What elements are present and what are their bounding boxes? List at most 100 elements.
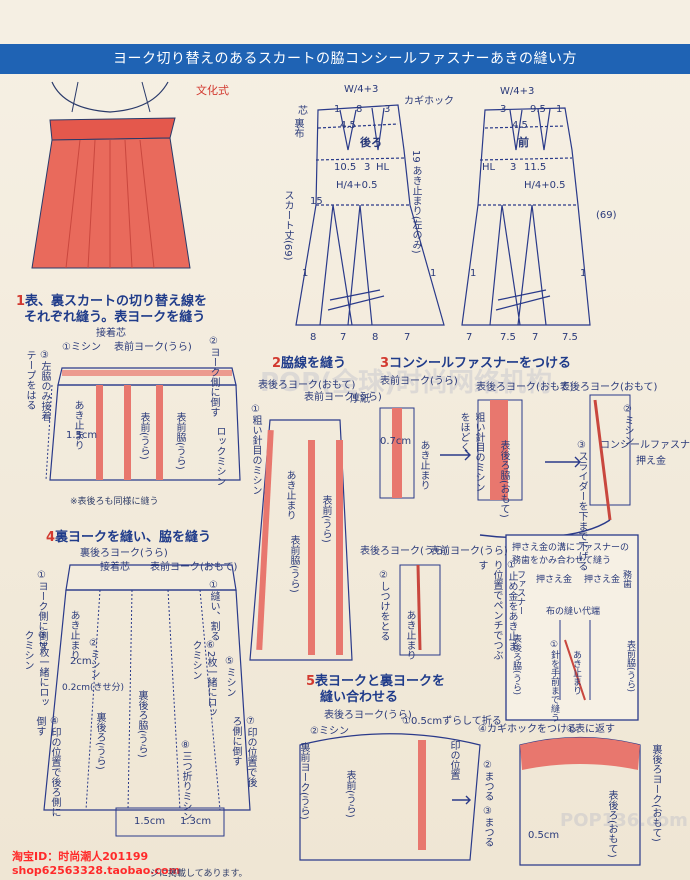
step3-label-2: 厚紙 (350, 394, 370, 405)
step4-label-15: ⑦印の位置で後ろ側に倒す (230, 716, 256, 787)
step3-inset-6: あき止まり (571, 650, 581, 695)
step3-label-15: ②しつけをとる (378, 570, 389, 641)
step2-label-3: あき止まり (284, 470, 295, 520)
step1-label-5: あき止まり (72, 400, 83, 450)
num-front-4: 11.5 (524, 162, 547, 173)
step4-label-1: 接着芯 (100, 562, 130, 573)
step3-inset-2: ファスナー (515, 570, 525, 615)
num-front-10: 1 (470, 268, 477, 279)
num-back-0: 1 (334, 104, 341, 115)
step3-inset-5: ①針を手前まで縫う (549, 640, 559, 722)
step1-label-1: ①ミシン (62, 342, 101, 353)
num-front-1: 9.5 (530, 104, 546, 115)
num-back-9: 8 (310, 332, 317, 343)
step4-label-17: 1.5cm (134, 816, 166, 827)
num-back-8: 1 (430, 268, 437, 279)
step5-label-0: 表後ろヨーク(うら) (324, 710, 412, 721)
style-tag: 文化式 (196, 84, 229, 97)
hl-front: HL (482, 162, 496, 173)
step5-title-b: 縫い合わせる (320, 690, 399, 705)
step3-inset-3: 布の縫い代端 (546, 607, 601, 617)
step3-label-10: コンシールファスナー用 (600, 440, 690, 451)
step4-number: 4 (46, 530, 56, 545)
num-front-6: 7 (466, 332, 473, 343)
step4-label-11: 裏後ろ(うら) (94, 712, 105, 770)
step1-label-4: ②ヨーク側に倒す (208, 336, 219, 417)
step3-title: 3コンシールファスナーをつける (380, 352, 571, 371)
step4-label-18: 1.3cm (180, 816, 212, 827)
step3-inset-4: 務歯 (621, 570, 631, 588)
back-label: 後ろ (360, 136, 382, 149)
step3-label-12: 表後ろヨーク(うら) (360, 546, 448, 557)
watermark-2: POP136.com (560, 810, 688, 831)
step5-label-6: ④カギホックをつける (478, 724, 577, 735)
step4-label-5: ②ミシン (88, 638, 99, 679)
step4-label-0: 裏後ろヨーク(うら) (80, 548, 168, 559)
step2-label-5: 表前脇(うら) (288, 535, 299, 593)
footer-shop: 淘宝ID：时尚潮人201199 shop62563328.taobao.com (12, 850, 180, 878)
step5-label-7: ①表に返す (566, 724, 615, 735)
step3-label-4: 粗い針目のミシンをほどく (458, 412, 484, 492)
step1-label-8: 表前脇(うら) (174, 412, 185, 470)
num-front-7: 7.5 (500, 332, 516, 343)
page-title: ヨーク切り替えのあるスカートの脇コンシールファスナーあきの縫い方 (113, 51, 577, 67)
step3-diagrams (379, 394, 639, 721)
front-length: (69) (596, 210, 617, 221)
hook-label: カギホック (404, 96, 454, 107)
num-back-7: 1 (302, 268, 309, 279)
step5-label-9: ②まつる (482, 760, 493, 801)
title-bar: ヨーク切り替えのあるスカートの脇コンシールファスナーあきの縫い方 (0, 44, 690, 74)
step3-inset-0: 押さえ金 (536, 575, 573, 585)
step1-title-b: それぞれ縫う。表ヨークを縫う (24, 310, 206, 325)
step3-label-3: 0.7cm (380, 436, 412, 447)
step2-label-4: 表前(うら) (320, 495, 331, 543)
formula-back: W/4+3 (344, 84, 379, 95)
step5-label-11: 表後ろ(おもて) (606, 790, 617, 858)
step5-label-4: 印の位置 (448, 740, 459, 780)
step4-label-4: ①縫い、割る (208, 580, 219, 641)
hip-formula-back: H/4+0.5 (336, 180, 378, 191)
step1-label-7: 表前(うら) (138, 412, 149, 460)
step4-label-2: 表前ヨーク(おもて) (150, 562, 238, 573)
step4-title-text: 裏ヨークを縫い、脇を縫う (55, 530, 212, 545)
waist-note: 芯 (298, 106, 308, 117)
num-front-0: 3 (500, 104, 507, 115)
step1-title: 1表、裏スカートの切り替え線を (16, 290, 207, 309)
step2-number: 2 (272, 356, 282, 371)
step5-label-10: ③まつる (482, 806, 493, 847)
step3-label-0: 表前ヨーク(うら) (380, 376, 458, 387)
step3-inset-7: 表前脇(うら) (625, 640, 635, 693)
step3-label-7: 表後ろヨーク(おもて) (560, 382, 658, 393)
num-front-9: 7.5 (562, 332, 578, 343)
num-back-5: 3 (364, 162, 371, 173)
step1-number: 1 (16, 294, 26, 309)
step3-inset-8: 表後ろ脇(うら) (511, 634, 521, 696)
num-front-2: 1 (556, 104, 563, 115)
step2-title-text: 脇線を縫う (281, 356, 347, 371)
step2-diagram (249, 419, 353, 661)
step3-inset-title: 押さえ金の溝にファスナーの務歯をかみ合わせて縫う (512, 543, 630, 566)
slit-note: 19 あき止まり(左のみ) (410, 150, 421, 254)
step3-label-9: 押え金 (636, 456, 666, 467)
step5-label-2: ①0.5cmずらして折る (402, 716, 502, 727)
num-back-1: 8 (356, 104, 363, 115)
step3-label-13: 表前ヨーク(うら) (430, 546, 508, 557)
step1-label-3: ③左脇のみ接着テープをはる (24, 350, 50, 421)
step3-label-6: あき止まり (418, 440, 429, 490)
step3-label-16: あき止まり (404, 610, 415, 660)
step4-label-7: ③2枚一緒にロックミシン (22, 630, 48, 708)
front-label: 前 (518, 136, 529, 149)
lining-note: 裏布 (292, 118, 303, 138)
step5-title: 5表ヨークと裏ヨークを (306, 670, 445, 689)
step5-label-3: 裏前ヨーク(うら) (298, 742, 309, 820)
step3-label-1: 表後ろヨーク(おもて) (476, 382, 574, 393)
formula-front: W/4+3 (500, 86, 535, 97)
step4-label-3: ①ヨーク側に倒す (36, 570, 47, 651)
step5-label-8: 裏後ろヨーク(おもて) (650, 744, 661, 842)
step3-label-11: ③スライダーを下まで下げる (576, 440, 587, 571)
hip-formula-front: H/4+0.5 (524, 180, 566, 191)
step4-label-6: あき止まり (68, 610, 79, 660)
num-back-10: 7 (340, 332, 347, 343)
